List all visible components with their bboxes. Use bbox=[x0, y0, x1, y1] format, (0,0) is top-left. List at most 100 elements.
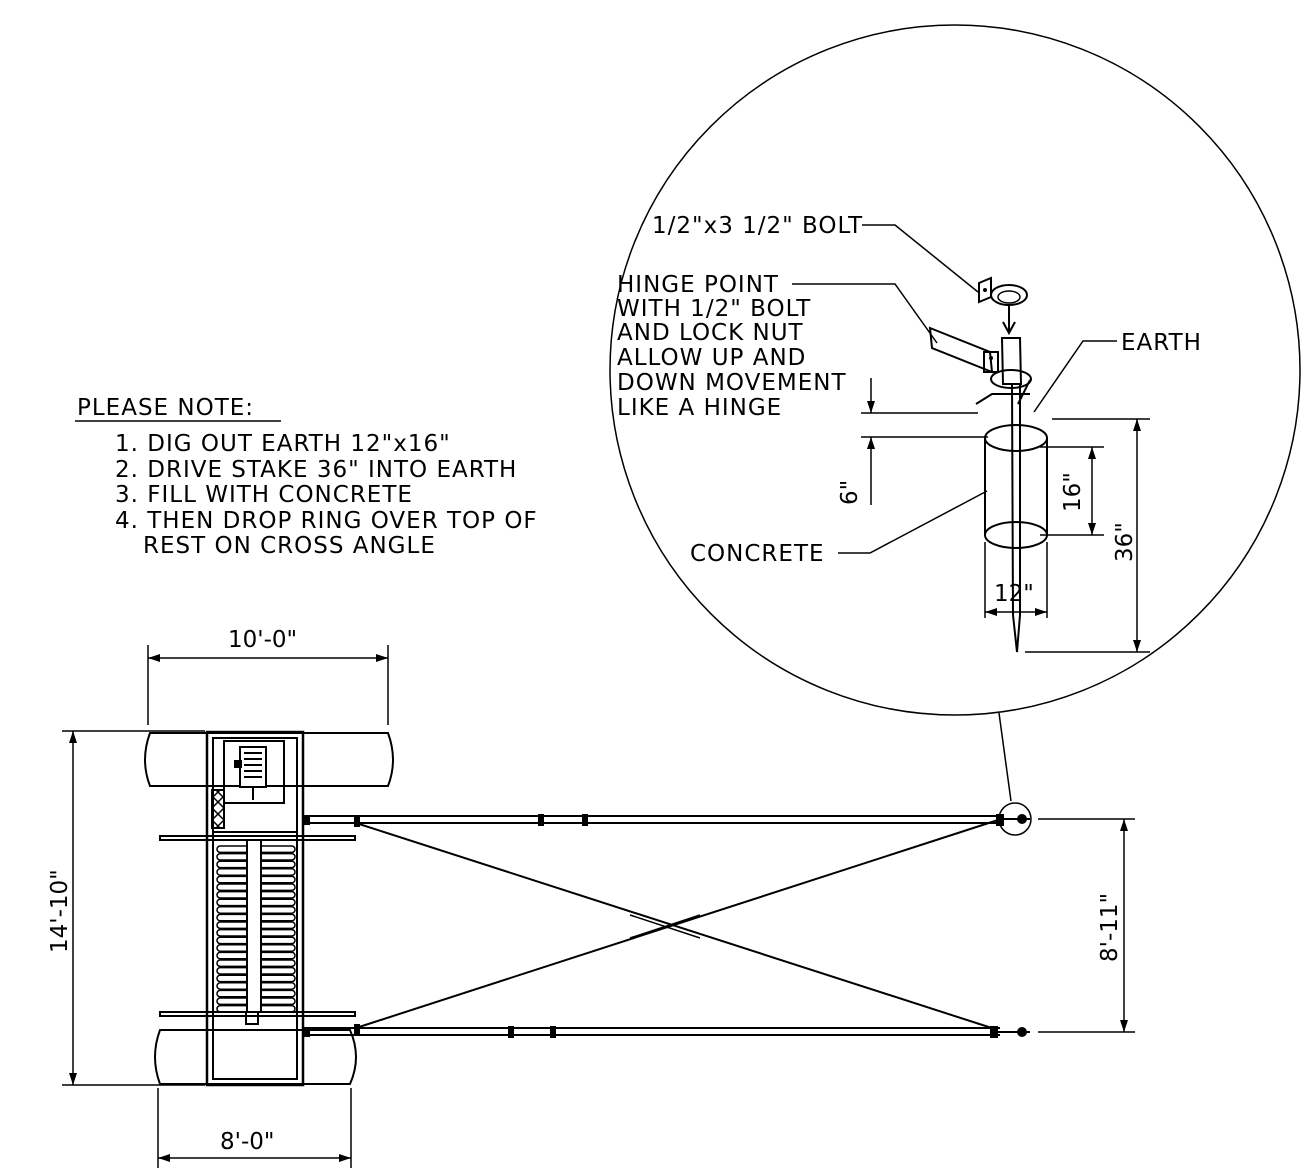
top-float-tube bbox=[144, 732, 394, 787]
dim-36: 36" bbox=[1025, 418, 1150, 653]
rotor-fin bbox=[216, 974, 247, 983]
dim-8-11-label: 8'-11" bbox=[1097, 893, 1123, 962]
stake-tip bbox=[1012, 614, 1021, 653]
rotor-shaft bbox=[246, 839, 262, 1013]
note-item-1: 1. DIG OUT EARTH 12"x16" bbox=[115, 431, 451, 457]
bolt-label: 1/2"x3 1/2" BOLT bbox=[652, 213, 863, 239]
dim-8-0-label: 8'-0" bbox=[220, 1129, 274, 1155]
dim-16: 16" bbox=[1040, 446, 1104, 536]
anchor-detail: 1/2"x3 1/2" BOLT HINGE POINT WITH 1/2" B… bbox=[609, 24, 1301, 716]
hinge-line-3: AND LOCK NUT bbox=[617, 320, 804, 346]
stake-sleeve bbox=[1000, 337, 1023, 385]
rotor-fin bbox=[261, 868, 296, 876]
rotor-fin bbox=[216, 860, 247, 869]
dim-10-0: 10'-0" bbox=[147, 627, 389, 725]
hinge-line-2: WITH 1/2" BOLT bbox=[617, 296, 811, 322]
note-item-5: REST ON CROSS ANGLE bbox=[143, 533, 436, 559]
rotor-fin bbox=[216, 845, 247, 854]
rotor-fin bbox=[261, 997, 296, 1006]
stake bbox=[1011, 383, 1014, 616]
rotor-fin bbox=[261, 898, 296, 907]
dim-14-10: 14'-10" bbox=[47, 730, 205, 1086]
plan-view: 10'-0" 14'-10" 8'-0" 8'-11" bbox=[47, 627, 1135, 1168]
rotor-fin bbox=[216, 966, 247, 975]
dim-10-0-label: 10'-0" bbox=[228, 627, 297, 653]
rotor-fin bbox=[216, 898, 247, 907]
rotor-fin bbox=[216, 936, 247, 945]
rotor-fin bbox=[216, 921, 247, 930]
hinge-line-6: LIKE A HINGE bbox=[617, 395, 782, 421]
dim-12-label: 12" bbox=[994, 581, 1034, 607]
dim-8-11: 8'-11" bbox=[1038, 818, 1135, 1033]
hinge-line-5: DOWN MOVEMENT bbox=[617, 370, 847, 396]
dim-14-10-label: 14'-10" bbox=[47, 869, 73, 953]
rotor-fin bbox=[216, 951, 247, 960]
rotor-fin bbox=[261, 845, 296, 854]
rotor-fin bbox=[216, 1004, 247, 1013]
rotor-fin bbox=[216, 852, 247, 861]
rotor-fin bbox=[261, 913, 296, 922]
dim-12: 12" bbox=[984, 542, 1048, 618]
rotor-fin bbox=[261, 936, 296, 945]
top-ring bbox=[990, 284, 1028, 306]
rotor-fin bbox=[216, 913, 247, 922]
rotor-fin bbox=[216, 868, 247, 876]
earth-label: EARTH bbox=[1121, 330, 1202, 356]
bolt-tab bbox=[978, 276, 992, 304]
rotor-fin bbox=[216, 875, 247, 884]
hinge-line-1: HINGE POINT bbox=[617, 272, 779, 298]
rotor-fin bbox=[216, 959, 247, 968]
cross-brace-2 bbox=[355, 819, 999, 1029]
hinge-arm bbox=[928, 326, 994, 374]
rotor-fin bbox=[261, 860, 296, 869]
rotor-fin bbox=[216, 883, 247, 892]
cross-brace-1 bbox=[355, 822, 999, 1031]
rotor-fin bbox=[261, 974, 296, 983]
rotor-fin bbox=[261, 890, 296, 899]
rotor-fin bbox=[261, 951, 296, 960]
concrete-leader bbox=[838, 490, 988, 554]
rotor-fins bbox=[216, 845, 296, 1013]
rotor-fin bbox=[261, 989, 296, 998]
rotor-fin bbox=[261, 852, 296, 861]
please-note-block: PLEASE NOTE: 1. DIG OUT EARTH 12"x16" 2.… bbox=[75, 395, 538, 559]
lower-ring bbox=[990, 369, 1032, 389]
rotor-fin bbox=[261, 921, 296, 930]
detail-callout-leader bbox=[998, 712, 1012, 802]
cross-angle bbox=[975, 393, 1030, 405]
rotor-fin bbox=[261, 928, 296, 937]
rotor-fin bbox=[261, 982, 296, 990]
rotor-fin bbox=[261, 959, 296, 968]
note-item-3: 3. FILL WITH CONCRETE bbox=[115, 482, 413, 508]
rotor-fin bbox=[261, 944, 296, 952]
rotor-fin bbox=[216, 944, 247, 952]
rotor-fin bbox=[261, 1004, 296, 1013]
rotor-fin bbox=[216, 982, 247, 990]
rotor-fin bbox=[216, 989, 247, 998]
rotor-fin bbox=[216, 997, 247, 1006]
concrete-label: CONCRETE bbox=[690, 541, 825, 567]
concrete-cylinder bbox=[984, 424, 1048, 549]
note-item-2: 2. DRIVE STAKE 36" INTO EARTH bbox=[115, 457, 517, 483]
main-frame bbox=[205, 730, 305, 1087]
note-item-4: 4. THEN DROP RING OVER TOP OF bbox=[115, 508, 538, 534]
rotor-fin bbox=[261, 883, 296, 892]
hinge-label: HINGE POINT WITH 1/2" BOLT AND LOCK NUT … bbox=[617, 272, 847, 421]
rotor-fin bbox=[261, 966, 296, 975]
hinge-leader bbox=[792, 283, 938, 344]
rotor-fin bbox=[261, 875, 296, 884]
detail-circle bbox=[609, 24, 1301, 716]
rotor-fin bbox=[216, 928, 247, 937]
stake-hardware bbox=[928, 276, 1032, 653]
dim-6: 6" bbox=[837, 378, 988, 505]
earth-leader bbox=[1033, 340, 1117, 413]
motor-box bbox=[223, 740, 285, 804]
hinge-line-4: ALLOW UP AND bbox=[617, 345, 806, 371]
rotor-fin bbox=[216, 906, 247, 914]
dim-36-label: 36" bbox=[1112, 522, 1138, 562]
dim-6-label: 6" bbox=[837, 480, 863, 505]
arm-joints bbox=[302, 814, 1027, 1038]
dim-8-0: 8'-0" bbox=[157, 1088, 352, 1168]
bolt-leader bbox=[862, 224, 979, 293]
